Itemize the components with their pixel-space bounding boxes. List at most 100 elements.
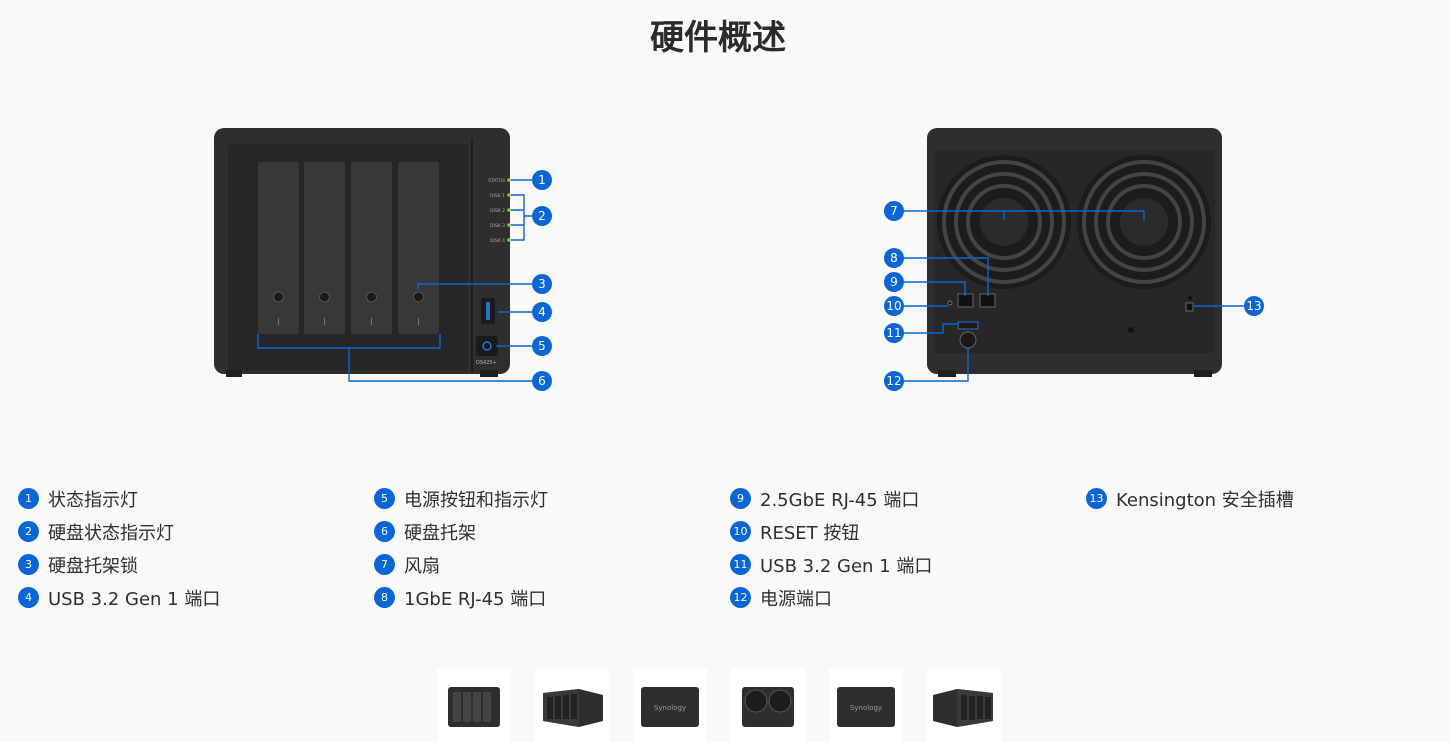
svg-text:6: 6 [538,374,546,388]
callout-2: 2 [532,206,552,226]
led-label-disk1: DISK 1 [490,193,505,199]
led-label-disk3: DISK 3 [490,223,505,229]
legend-label: 硬盘状态指示灯 [48,522,174,544]
legend-label: 电源端口 [760,588,832,610]
legend-item: 9 2.5GbE RJ-45 端口 [730,482,1070,515]
device-side-icon: Synology [641,686,699,727]
legend-label: RESET 按钮 [760,522,860,544]
legend-item: 8 1GbE RJ-45 端口 [374,581,714,614]
callout-3: 3 [532,274,552,294]
power-button [476,336,498,356]
legend-number-badge: 12 [730,587,751,608]
front-callout-lines [257,179,532,382]
led-label-disk4: DISK 4 [490,238,505,244]
legend-label: 硬盘托架 [404,522,476,544]
legend-number-badge: 8 [374,587,395,608]
svg-text:4: 4 [538,305,546,319]
page-title: 硬件概述 [650,18,786,58]
device-angle-icon [543,688,603,727]
fan-right [1077,155,1211,289]
thumbnail-angle-right-view[interactable] [927,669,1001,742]
legend-label: 电源按钮和指示灯 [404,489,548,511]
legend-label: 状态指示灯 [48,489,138,511]
callout-5: 5 [532,336,552,356]
device-side-icon: Synology [837,686,895,727]
legend-item: 10 RESET 按钮 [730,515,1070,548]
legend-item: 2 硬盘状态指示灯 [18,515,358,548]
drive-bay-1 [258,162,299,334]
svg-text:9: 9 [890,275,898,289]
svg-text:1: 1 [538,173,546,187]
legend-number-badge: 13 [1086,488,1107,509]
svg-text:Synology: Synology [654,704,686,712]
svg-text:3: 3 [538,277,546,291]
legend-label: 风扇 [404,555,440,577]
led-label-status: STATUS [488,178,505,184]
callout-10: 10 [884,296,904,316]
fan-left [937,155,1071,289]
back-device-image [927,128,1222,377]
callout-6: 6 [532,371,552,391]
callout-4: 4 [532,302,552,322]
thumbnail-strip: Synology Synology [437,669,1025,742]
legend-label: USB 3.2 Gen 1 端口 [48,588,221,610]
back-callout-lines [904,210,1245,382]
thumbnail-side-view[interactable]: Synology [633,669,707,742]
svg-text:8: 8 [890,251,898,265]
thumbnail-side-view-2[interactable]: Synology [829,669,903,742]
drive-bay-2 [304,162,345,334]
callout-8: 8 [884,248,904,268]
svg-text:10: 10 [886,299,901,313]
callout-7: 7 [884,201,904,221]
svg-text:2: 2 [538,209,546,223]
thumbnail-angle-left-view[interactable] [535,669,609,742]
legend-item: 13 Kensington 安全插槽 [1086,482,1426,515]
legend-number-badge: 1 [18,488,39,509]
legend-label: USB 3.2 Gen 1 端口 [760,555,933,577]
svg-text:13: 13 [1246,299,1261,313]
callout-11: 11 [884,323,904,343]
legend-item: 6 硬盘托架 [374,515,714,548]
legend-label: 1GbE RJ-45 端口 [404,588,547,610]
svg-text:7: 7 [890,204,898,218]
legend-item: 5 电源按钮和指示灯 [374,482,714,515]
legend-label: 2.5GbE RJ-45 端口 [760,489,920,511]
legend-number-badge: 6 [374,521,395,542]
reset-pinhole [947,300,953,306]
front-device-image: STATUS DISK 1 DISK 2 DISK 3 DISK 4 DS425… [214,128,511,377]
callout-1: 1 [532,170,552,190]
legend-item: 12 电源端口 [730,581,1070,614]
kensington-slot [1185,302,1194,312]
legend-number-badge: 10 [730,521,751,542]
device-back-icon [742,686,794,727]
callout-9: 9 [884,272,904,292]
svg-text:5: 5 [538,339,546,353]
led-label-disk2: DISK 2 [490,208,505,214]
hardware-diagram: STATUS DISK 1 DISK 2 DISK 3 DISK 4 DS425… [214,128,1264,391]
svg-text:11: 11 [886,326,901,340]
legend-item: 11 USB 3.2 Gen 1 端口 [730,548,1070,581]
legend-item: 1 状态指示灯 [18,482,358,515]
legend-number-badge: 5 [374,488,395,509]
svg-text:12: 12 [886,374,901,388]
legend-label: Kensington 安全插槽 [1116,489,1294,511]
legend-number-badge: 2 [18,521,39,542]
legend-number-badge: 9 [730,488,751,509]
thumbnail-front-view[interactable] [437,669,511,742]
power-port [959,331,977,349]
model-label: DS425+ [476,360,497,366]
svg-text:Synology: Synology [850,704,882,712]
device-angle-icon [933,688,993,727]
legend-label: 硬盘托架锁 [48,555,138,577]
legend-number-badge: 11 [730,554,751,575]
drive-bay-3 [351,162,392,334]
legend-column-4: 13 Kensington 安全插槽 [1086,482,1426,515]
thumbnail-back-view[interactable] [731,669,805,742]
callout-12: 12 [884,371,904,391]
rear-usb-port [957,321,979,330]
